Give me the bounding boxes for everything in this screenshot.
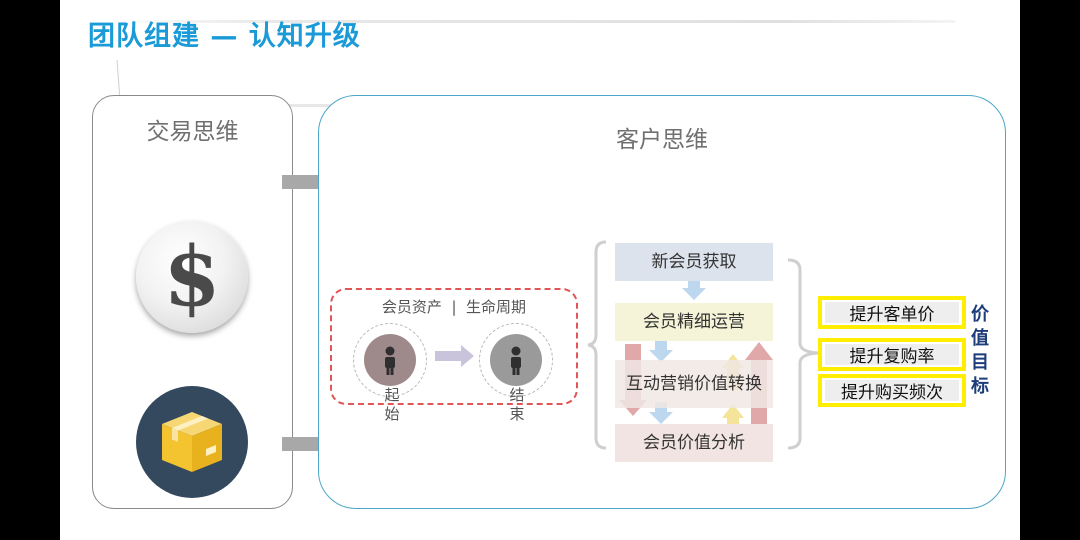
goal-label: 提升购买频次 bbox=[841, 383, 943, 403]
end-person-ring bbox=[479, 323, 553, 397]
goal-avg-order-value: 提升客单价 bbox=[818, 296, 966, 329]
dollar-coin-icon: $ bbox=[136, 221, 248, 333]
value-goals-label: 价值目标 bbox=[971, 304, 989, 397]
flow-step-convert: 互动营销价值转换 bbox=[615, 360, 773, 408]
person-icon bbox=[490, 334, 542, 386]
customer-mindset-title: 客户思维 bbox=[616, 127, 708, 153]
slide: 团队组建 — 认知升级 交易思维 $ 客户思维 会员资产 | 生命周期 bbox=[60, 0, 1020, 540]
lifecycle-header: 会员资产 | 生命周期 bbox=[381, 298, 527, 316]
decorative-slash bbox=[116, 59, 121, 101]
goal-label: 提升客单价 bbox=[849, 305, 935, 325]
start-person-ring bbox=[353, 323, 427, 397]
flow-arrows bbox=[619, 278, 773, 430]
goal-purchase-frequency: 提升购买频次 bbox=[818, 374, 966, 407]
header-divider bbox=[100, 20, 955, 23]
flow-step-operate: 会员精细运营 bbox=[615, 303, 773, 341]
flow-step-analyze: 会员价值分析 bbox=[615, 424, 773, 462]
lifecycle-box: 会员资产 | 生命周期 bbox=[330, 288, 578, 405]
flow-down-arrow-icon bbox=[649, 340, 673, 362]
transaction-mindset-panel: 交易思维 $ bbox=[92, 95, 293, 509]
start-label: 起始 bbox=[384, 386, 400, 423]
flow-step-acquire: 新会员获取 bbox=[615, 243, 773, 281]
flow-right-bracket bbox=[787, 258, 819, 450]
flow-down-arrow-icon bbox=[682, 278, 706, 300]
person-icon bbox=[364, 334, 416, 386]
lifecycle-arrow-icon bbox=[435, 345, 474, 367]
end-label: 结束 bbox=[509, 386, 525, 423]
transaction-mindset-title: 交易思维 bbox=[146, 119, 239, 145]
page-title: 团队组建 — 认知升级 bbox=[88, 21, 361, 52]
goal-label: 提升复购率 bbox=[849, 347, 935, 367]
flow-left-bracket bbox=[587, 240, 607, 450]
package-box-icon bbox=[136, 386, 248, 498]
goal-repurchase-rate: 提升复购率 bbox=[818, 338, 966, 371]
